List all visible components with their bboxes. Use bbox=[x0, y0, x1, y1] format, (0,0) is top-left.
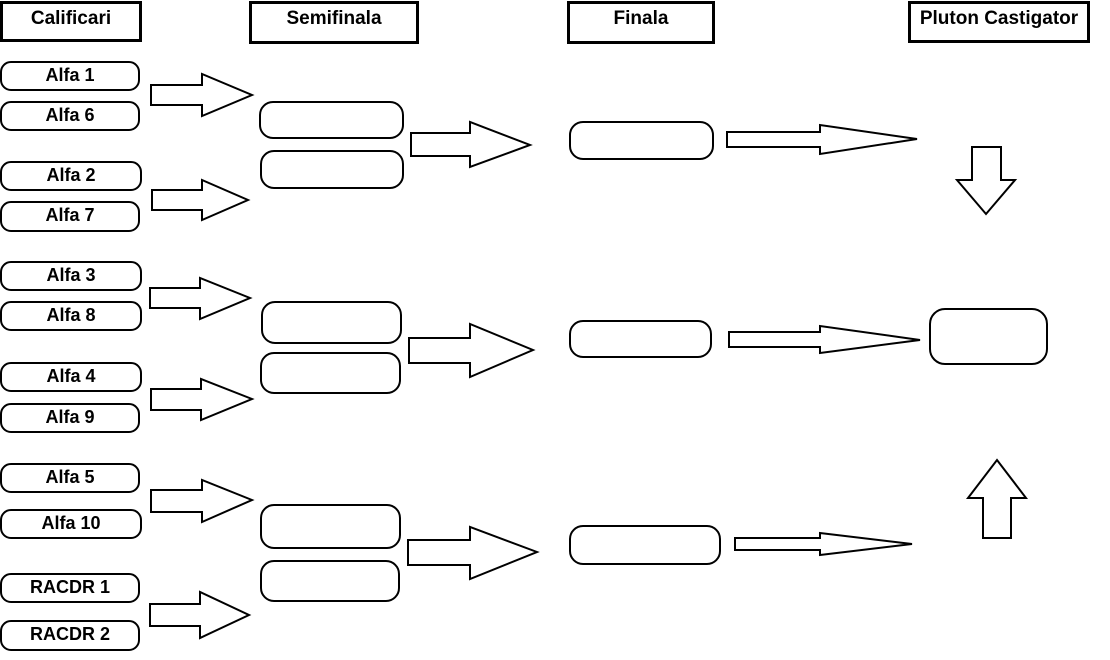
team-pill: Alfa 1 bbox=[0, 61, 140, 91]
arrow-right-icon bbox=[410, 120, 533, 169]
final-slot bbox=[569, 121, 714, 160]
team-pill: Alfa 9 bbox=[0, 403, 140, 433]
team-pill: Alfa 3 bbox=[0, 261, 142, 291]
team-pill: Alfa 2 bbox=[0, 161, 142, 191]
team-pill: Alfa 4 bbox=[0, 362, 142, 392]
final-slot bbox=[569, 320, 712, 358]
semifinal-slot bbox=[259, 101, 404, 139]
winner-slot bbox=[929, 308, 1048, 365]
team-pill: Alfa 10 bbox=[0, 509, 142, 539]
semifinal-slot bbox=[260, 504, 401, 549]
header-final: Finala bbox=[567, 1, 715, 44]
semifinal-slot bbox=[261, 301, 402, 344]
header-qualifiers: Calificari bbox=[0, 1, 142, 42]
header-winner: Pluton Castigator bbox=[908, 1, 1090, 43]
arrow-right-icon bbox=[407, 525, 540, 581]
arrow-right-icon bbox=[151, 178, 251, 222]
team-pill: Alfa 8 bbox=[0, 301, 142, 331]
arrow-right-icon bbox=[150, 72, 255, 118]
header-semifinal: Semifinala bbox=[249, 1, 419, 44]
arrow-right-icon bbox=[150, 478, 255, 524]
semifinal-slot bbox=[260, 150, 404, 189]
semifinal-slot bbox=[260, 560, 400, 602]
arrow-right-icon bbox=[408, 322, 536, 379]
team-pill: RACDR 1 bbox=[0, 573, 140, 603]
team-pill: RACDR 2 bbox=[0, 620, 140, 651]
arrow-right-icon bbox=[734, 531, 913, 557]
arrow-right-icon bbox=[149, 590, 252, 640]
arrow-right-icon bbox=[728, 324, 921, 355]
semifinal-slot bbox=[260, 352, 401, 394]
team-pill: Alfa 6 bbox=[0, 101, 140, 131]
arrow-up-icon bbox=[965, 458, 1029, 539]
arrow-right-icon bbox=[149, 276, 253, 321]
team-pill: Alfa 7 bbox=[0, 201, 140, 232]
arrow-right-icon bbox=[726, 123, 918, 156]
team-pill: Alfa 5 bbox=[0, 463, 140, 493]
arrow-down-icon bbox=[954, 146, 1018, 216]
arrow-right-icon bbox=[150, 377, 255, 422]
final-slot bbox=[569, 525, 721, 565]
